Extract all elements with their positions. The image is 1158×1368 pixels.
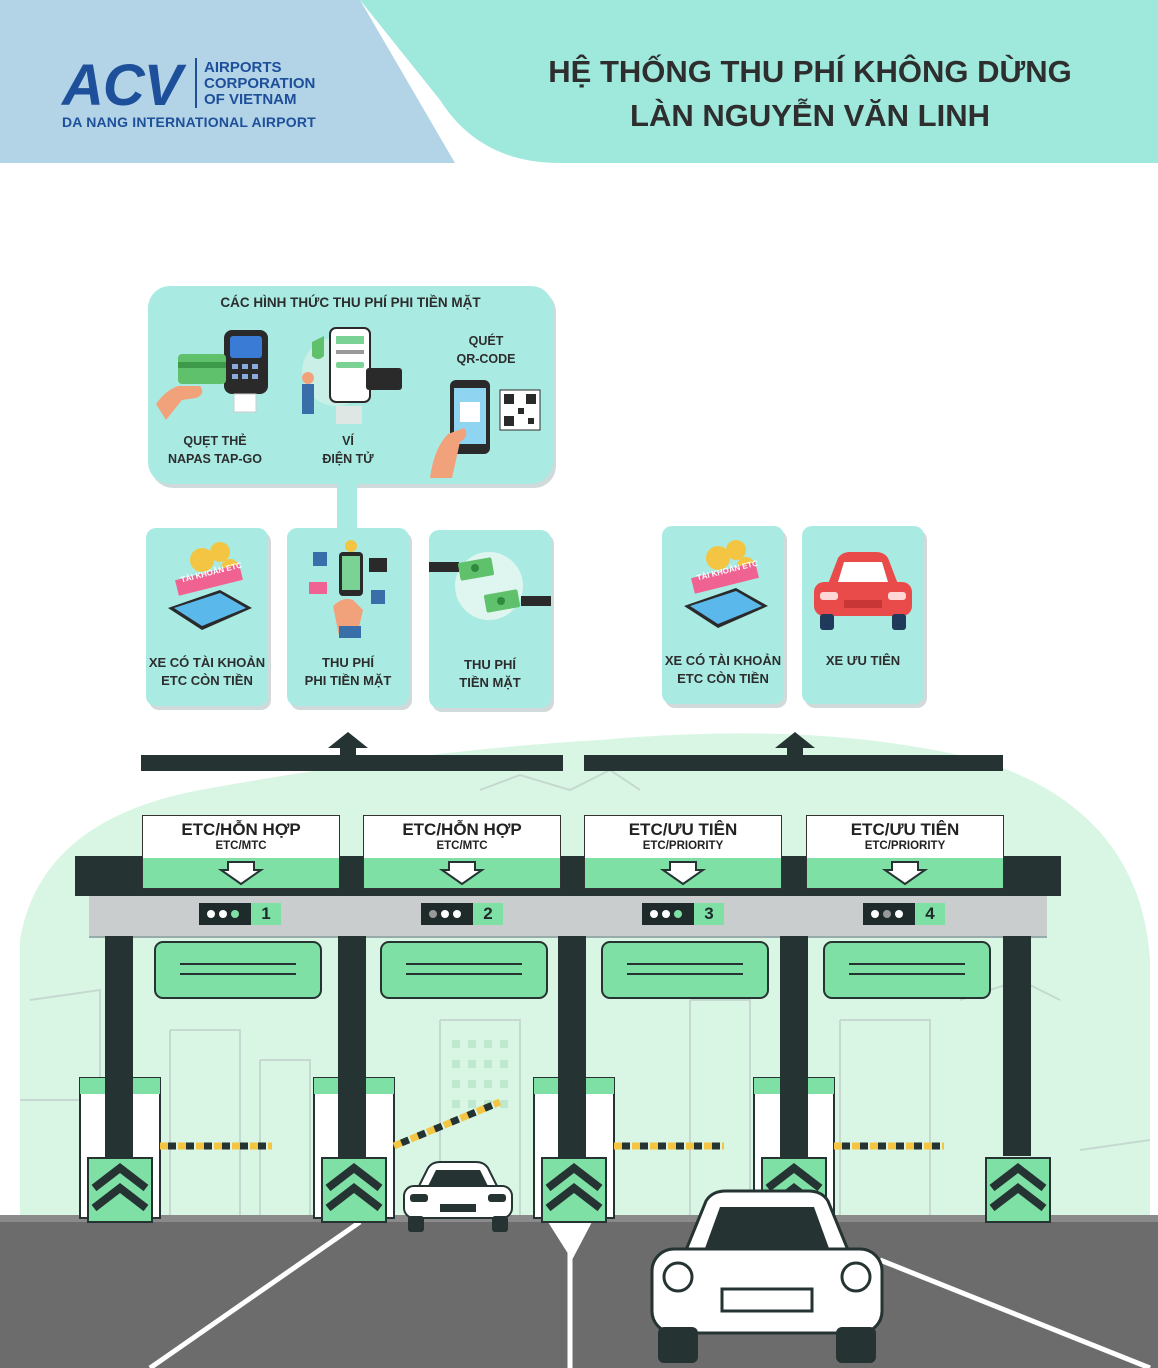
card-cash-line-2: TIỀN MẶT [459, 675, 521, 690]
white-car-small-icon [400, 1158, 516, 1234]
card-reader-icon [156, 324, 276, 424]
card-cash-label: THU PHÍ TIỀN MẶT [429, 656, 551, 692]
card-cashless-line-2: PHI TIỀN MẶT [304, 673, 392, 688]
traffic-lights-icon [429, 910, 461, 918]
method-qr-line-2: QR-CODE [456, 352, 516, 366]
qr-code-icon [430, 378, 550, 480]
card-cash-payment: THU PHÍ TIỀN MẶT [429, 530, 551, 708]
page-title: HỆ THỐNG THU PHÍ KHÔNG DỪNG LÀN NGUYỄN V… [510, 50, 1110, 138]
lane-3-main: ETC/ƯU TIÊN [628, 820, 738, 839]
method-ewallet-label: VÍ ĐIỆN TỬ [298, 432, 398, 468]
lane-3-sub: ETC/PRIORITY [642, 840, 724, 852]
card-priority-vehicle: XE ƯU TIÊN [802, 526, 924, 704]
lane-4-main: ETC/ƯU TIÊN [850, 820, 960, 839]
lane-2-main: ETC/HỖN HỢP [402, 820, 522, 839]
lane-2-sub: ETC/MTC [436, 840, 488, 852]
logo-line-2: CORPORATION [204, 75, 316, 92]
barrier-arms [160, 1098, 944, 1150]
method-card-line-1: QUẸT THẺ [183, 434, 247, 448]
up-arrow-icon-right [775, 732, 815, 758]
card-etc-label: XE CÓ TÀI KHOẢN ETC CÒN TIỀN [146, 654, 268, 690]
white-car-large-icon [648, 1185, 886, 1368]
traffic-lights-icon [871, 910, 903, 918]
card-priority-line-1: XE ƯU TIÊN [825, 653, 901, 668]
card-etc-right-line-2: ETC CÒN TIỀN [677, 671, 769, 686]
method-ewallet-line-2: ĐIỆN TỬ [322, 452, 374, 466]
card-cashless-line-1: THU PHÍ [322, 655, 374, 670]
method-qr-line-1: QUÉT [468, 334, 504, 348]
down-arrow-icon [143, 858, 339, 888]
title-line-2: LÀN NGUYỄN VĂN LINH [630, 98, 990, 133]
lane-sign-1: ETC/HỖN HỢP ETC/MTC [142, 815, 340, 889]
etc-account-icon-right [678, 536, 770, 636]
logo-company-name: AIRPORTS CORPORATION OF VIETNAM [204, 60, 315, 108]
logo-line-3: OF VIETNAM [204, 91, 297, 108]
lane-indicator-1: 1 [199, 903, 281, 925]
card-etc-right-label: XE CÓ TÀI KHOẢN ETC CÒN TIỀN [662, 652, 784, 688]
lane-number-2: 2 [473, 903, 503, 925]
logo-line-1: AIRPORTS [204, 59, 282, 76]
card-etc-line-1: XE CÓ TÀI KHOẢN [148, 655, 266, 670]
traffic-lights-icon [207, 910, 239, 918]
lane-sign-4: ETC/ƯU TIÊN ETC/PRIORITY [806, 815, 1004, 889]
title-line-1: HỆ THỐNG THU PHÍ KHÔNG DỪNG [548, 54, 1072, 89]
card-priority-label: XE ƯU TIÊN [802, 652, 924, 670]
lane-indicator-4: 4 [863, 903, 945, 925]
down-arrow-icon [585, 858, 781, 888]
lane-1-main: ETC/HỖN HỢP [181, 820, 301, 839]
gantry-structure [0, 936, 1158, 1236]
method-ewallet-line-1: VÍ [342, 434, 354, 448]
red-car-icon [808, 544, 918, 634]
up-arrow-icon-left [328, 732, 368, 758]
lane-1-sub: ETC/MTC [215, 840, 267, 852]
method-card-label: QUẸT THẺ NAPAS TAP-GO [160, 432, 270, 468]
card-etc-account-right: TÀI KHOẢN ETC XE CÓ TÀI KHOẢN ETC CÒN TI… [662, 526, 784, 704]
lane-number-4: 4 [915, 903, 945, 925]
cashless-title: CÁC HÌNH THỨC THU PHÍ PHI TIỀN MẶT [220, 295, 481, 310]
card-cash-line-1: THU PHÍ [464, 657, 516, 672]
acv-logo: ACV [62, 53, 182, 118]
lane-indicator-3: 3 [642, 903, 724, 925]
cash-payment-icon [429, 546, 551, 646]
card-etc-right-line-1: XE CÓ TÀI KHOẢN [664, 653, 782, 668]
header [0, 0, 1158, 163]
card-etc-account-left: TÀI KHOẢN ETC XE CÓ TÀI KHOẢN ETC CÒN TI… [146, 528, 268, 706]
e-wallet-icon [296, 322, 406, 428]
direction-bar-right [584, 755, 1003, 771]
cashless-payment-icon [303, 540, 395, 640]
method-qr-label: QUÉT QR-CODE [436, 332, 536, 368]
lane-indicator-2: 2 [421, 903, 503, 925]
logo-airport-name: DA NANG INTERNATIONAL AIRPORT [62, 114, 316, 130]
card-etc-line-2: ETC CÒN TIỀN [161, 673, 253, 688]
method-card-line-2: NAPAS TAP-GO [168, 452, 262, 466]
connector-stem [337, 482, 357, 532]
cashless-methods-panel: CÁC HÌNH THỨC THU PHÍ PHI TIỀN MẶT QUẸT … [148, 286, 553, 484]
header-background [0, 0, 1158, 163]
card-cashless-payment: THU PHÍ PHI TIỀN MẶT [287, 528, 409, 706]
traffic-lights-icon [650, 910, 682, 918]
etc-account-icon [162, 538, 254, 638]
lane-4-sub: ETC/PRIORITY [864, 840, 946, 852]
lane-number-1: 1 [251, 903, 281, 925]
down-arrow-icon [364, 858, 560, 888]
card-cashless-label: THU PHÍ PHI TIỀN MẶT [287, 654, 409, 690]
logo-divider [195, 58, 197, 108]
lane-sign-2: ETC/HỖN HỢP ETC/MTC [363, 815, 561, 889]
lane-sign-3: ETC/ƯU TIÊN ETC/PRIORITY [584, 815, 782, 889]
lane-number-3: 3 [694, 903, 724, 925]
direction-bar-left [141, 755, 563, 771]
city-skyline [20, 768, 1151, 1220]
down-arrow-icon [807, 858, 1003, 888]
